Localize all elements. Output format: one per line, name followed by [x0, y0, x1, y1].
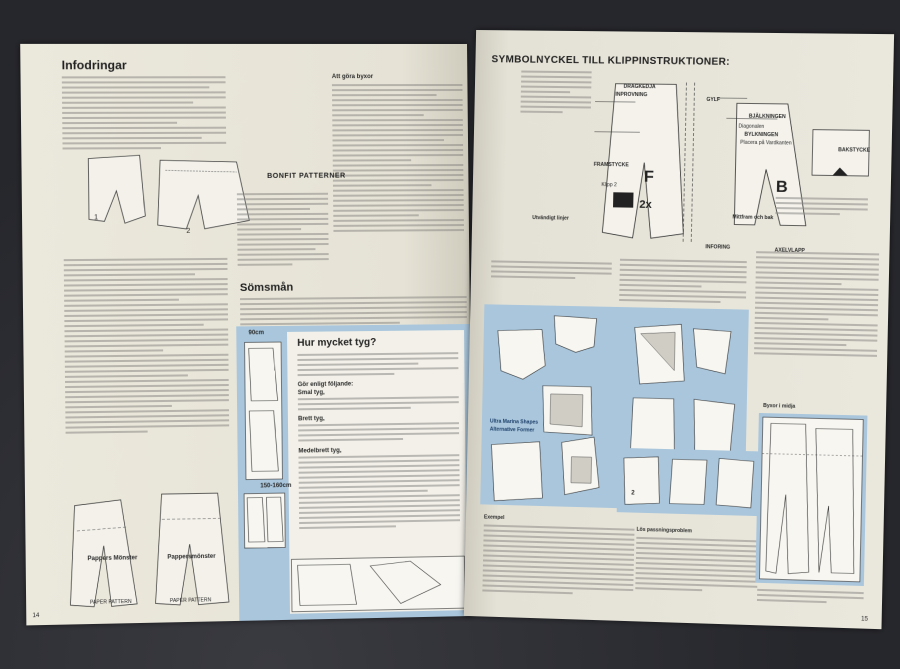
figure-label-2-right: 2 [631, 490, 635, 497]
tyg-intro-text [297, 352, 459, 379]
text-column-intro [61, 76, 227, 152]
bonfit-logo: BONFIT PATTERNER [267, 172, 346, 180]
letter-b: B [775, 178, 788, 197]
label-pappersmonster-right: Pappersmönster [167, 553, 216, 561]
text-exempel-body [482, 524, 635, 599]
label-ultra-shapes: Ultra Marina Shapes [489, 418, 539, 426]
tyg-medel: Medelbrett tyg, [298, 447, 342, 455]
alteration-sketches [480, 304, 749, 511]
label-150-160cm: 150-160cm [260, 482, 292, 490]
tyg-medel-text [298, 454, 461, 532]
text-column-2 [619, 258, 747, 307]
label-90cm: 90cm [248, 330, 265, 337]
label-paper-pattern-left: PAPER PATTERN [89, 598, 132, 606]
text-column-mid-body [331, 83, 464, 235]
magazine-right-page: SYMBOLNYCKEL TILL KLIPPINSTRUKTIONER: DR… [463, 29, 895, 630]
figure-label-2: 2 [186, 227, 191, 235]
tyg-gor-enligt: Gör enligt följande: [297, 381, 354, 389]
label-framstycke: FRAMSTYCKE [593, 161, 629, 169]
label-bjalkningen: BJÄLKNINGEN [748, 113, 786, 121]
label-inprovning: INPROVNING [615, 91, 648, 99]
heading-somsman: Sömsmån [239, 281, 294, 295]
label-mittfram: Mittfram och bak [732, 214, 774, 222]
fabric-layout-90cm [242, 340, 284, 482]
label-bakstycke: BAKSTYCKE [838, 147, 871, 154]
label-los-passningsproblem: Lös passningsproblem [636, 526, 693, 535]
fabric-layout-150cm [242, 491, 287, 550]
text-passnings-body [635, 536, 759, 596]
tyg-bredd-text [298, 422, 460, 444]
tyg-smal-text [297, 396, 459, 413]
label-paper-pattern-right: PAPER PATTERN [169, 597, 212, 605]
right-page-number: 15 [861, 616, 869, 623]
byxor-caption [756, 588, 864, 607]
label-inforing: INFORING [705, 244, 731, 251]
text-column-left-body [63, 257, 230, 437]
fit-problem-figures: 2 [616, 447, 761, 517]
heading-hur-mycket-tyg: Hur mycket tyg? [297, 337, 377, 349]
text-column-1 [490, 260, 612, 282]
fit-problem-sketches [617, 448, 760, 516]
label-placera: Placera på Vardkanten [740, 139, 792, 147]
mid-column-title: Att göra byxor [331, 74, 374, 81]
left-page-number: 14 [32, 612, 40, 620]
tyg-bredd: Brett tyg, [298, 415, 325, 423]
symbol-key-right-text [775, 196, 868, 219]
label-gylf: GYLF [706, 96, 721, 104]
label-exempel: Exempel [483, 514, 505, 522]
fabric-layout-wide [289, 554, 467, 614]
byxor-pattern-layout [755, 413, 867, 586]
symbol-key-diagram [572, 71, 881, 247]
label-diagonalen: Diagonalen [738, 123, 765, 130]
label-alternative-forms: Alternative Former [489, 426, 535, 434]
byxor-i-midja-panel [755, 412, 868, 587]
label-2x: 2x [639, 198, 652, 212]
alteration-illustrations-panel: Ultra Marina Shapes Alternative Former [480, 304, 749, 512]
text-column-center-body [236, 192, 329, 269]
magazine-left-page: Infodringar 1 2 Pappers Mönster Pappersm… [20, 43, 473, 626]
label-byxor-i-midja: Byxor i midja [763, 402, 796, 410]
figure-label-1: 1 [94, 214, 99, 222]
letter-f: F [643, 168, 655, 186]
text-column-3 [754, 251, 880, 360]
label-pappers-monster-left: Pappers Mönster [87, 555, 138, 563]
hur-mycket-tyg-panel: Hur mycket tyg? Gör enligt följande: Sma… [236, 324, 473, 621]
trousers-pattern-sketch [64, 483, 249, 608]
symbolnyckel-title: SYMBOLNYCKEL TILL KLIPPINSTRUKTIONER: [491, 54, 731, 68]
tyg-smal: Smal tyg, [297, 389, 325, 397]
heading-infodringar: Infodringar [61, 58, 127, 73]
label-utvandig: Utvändigt linjer [532, 215, 569, 222]
label-dragkedja: DRAGKEDJA [623, 83, 656, 91]
shorts-illustration [83, 150, 258, 242]
label-klipp2: Klipp 2 [601, 182, 617, 189]
label-bylkningen: BYLKNINGEN [744, 131, 779, 139]
